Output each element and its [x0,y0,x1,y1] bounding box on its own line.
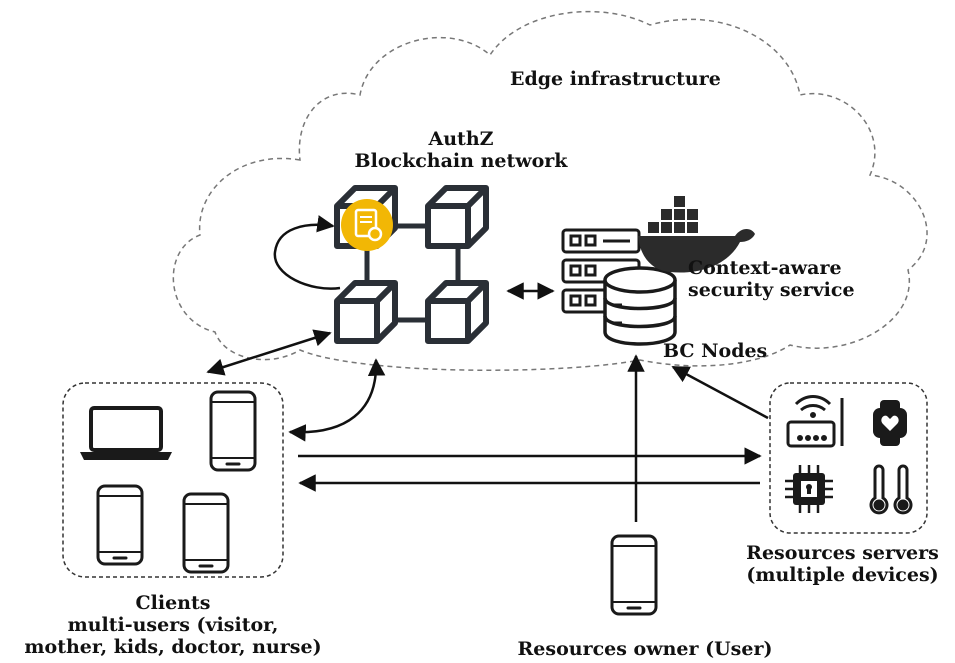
clients-blockchain-curve-arrow [288,358,386,442]
edge-cloud [172,10,928,371]
blockchain-block-4 [428,283,486,341]
smartphone-icon [182,492,230,574]
clients-blockchain-arrow [206,329,332,376]
bc-nodes-text: BC Nodes [663,340,768,362]
clients-group-box [62,382,284,578]
thermometer-icon [869,464,913,515]
servers-line2: (multiple devices) [746,564,939,586]
self-loop-arrow [273,215,341,290]
laptop-icon [80,406,172,460]
docker-whale-icon [638,196,755,273]
blockchain-block-3 [337,283,395,341]
context-aware-label: Context-aware security service [688,257,855,301]
edge-infrastructure-label: Edge infrastructure [510,68,721,90]
smartphone-icon [209,390,257,472]
resources-owner-label: Resources owner (User) [500,638,790,660]
clients-label: Clients multi-users (visitor, mother, ki… [0,592,346,658]
wifi-router-icon [786,395,844,448]
edge-infrastructure-text: Edge infrastructure [510,68,721,90]
owner-smartphone-icon [610,534,658,616]
smartphone-icon [96,484,144,566]
smartwatch-icon [873,400,907,446]
authz-title: AuthZ [428,128,494,150]
certificate-badge-icon [341,199,393,251]
authz-label: AuthZ Blockchain network [336,128,586,172]
microchip-lock-icon [785,465,833,513]
servers-to-nodes-arrow [671,365,769,420]
clients-line1: Clients [135,592,211,614]
servers-line1: Resources servers [746,542,939,564]
server-rack-icon [561,228,641,314]
chain-links [364,223,461,323]
bc-nodes-label: BC Nodes [663,340,767,362]
context-aware-line1: Context-aware [688,257,842,279]
blockchain-network-title: Blockchain network [354,150,568,172]
resources-servers-label: Resources servers (multiple devices) [730,542,955,586]
clients-line3: mother, kids, doctor, nurse) [24,636,322,658]
clients-line2: multi-users (visitor, [67,614,279,636]
servers-group-box [769,382,928,534]
context-aware-line2: security service [688,279,855,301]
resources-owner-text: Resources owner (User) [517,638,773,660]
database-icon [603,266,677,346]
blockchain-block-2 [428,188,486,246]
